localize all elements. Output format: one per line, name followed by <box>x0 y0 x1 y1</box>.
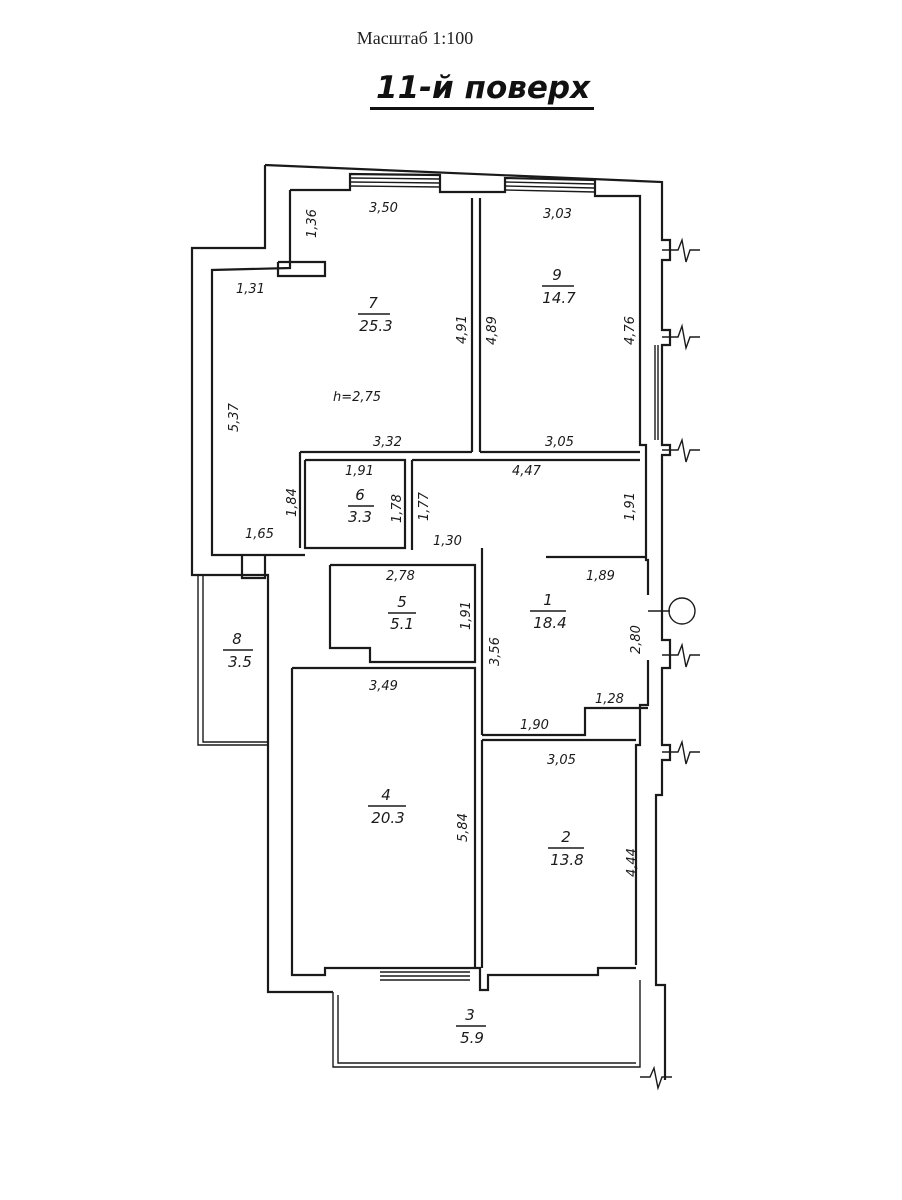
dim-r7-top: 3,50 <box>369 201 398 216</box>
balconies <box>197 575 641 1068</box>
break-marks <box>640 237 700 1091</box>
svg-text:5.1: 5.1 <box>390 615 414 633</box>
dim-r7-niche-h: 1,31 <box>236 282 265 297</box>
dim-r5-right: 1,91 <box>459 601 474 630</box>
room-3-label: 3 5.9 <box>456 1006 486 1047</box>
dim-r1-mid: 1,89 <box>586 569 615 584</box>
dim-r5-top: 2,78 <box>386 569 415 584</box>
dim-r9-left: 4,89 <box>485 316 500 345</box>
dim-r7-left: 5,37 <box>227 402 242 432</box>
room-7-label: 7 25.3 <box>358 294 393 335</box>
svg-text:7: 7 <box>368 294 378 312</box>
dim-r9-right: 4,76 <box>623 316 638 345</box>
windows <box>349 177 659 981</box>
room-4-label: 4 20.3 <box>368 786 406 827</box>
dim-r4-right: 5,84 <box>456 813 471 842</box>
dimension-labels: 3,50 1,36 1,31 4,91 5,37 3,32 1,84 1,65 … <box>227 201 644 877</box>
floor-title: 11-й поверх <box>370 70 595 111</box>
dim-r7-right: 4,91 <box>455 315 470 344</box>
dim-r7-lower-v: 1,84 <box>285 488 300 517</box>
dim-r1-right-upper: 1,91 <box>623 492 638 521</box>
svg-text:8: 8 <box>232 630 242 648</box>
dim-r2-top: 3,05 <box>547 753 576 768</box>
interior-walls <box>276 198 648 968</box>
svg-text:5: 5 <box>397 593 407 611</box>
dim-r9-bottom: 3,05 <box>545 435 574 450</box>
svg-text:13.8: 13.8 <box>550 851 583 869</box>
dim-r1-left: 3,56 <box>488 637 503 666</box>
dim-r2-right: 4,44 <box>625 848 640 877</box>
svg-text:20.3: 20.3 <box>371 809 404 827</box>
ceiling-height: h=2,75 <box>333 390 381 405</box>
dim-r1-right: 2,80 <box>629 625 644 654</box>
dim-r9-top: 3,03 <box>543 207 572 222</box>
svg-text:4: 4 <box>381 786 391 804</box>
svg-text:3: 3 <box>465 1006 475 1024</box>
svg-text:1: 1 <box>543 591 553 609</box>
svg-text:3.3: 3.3 <box>348 508 372 526</box>
room-2-label: 2 13.8 <box>548 828 584 869</box>
dim-r6-right: 1,78 <box>390 494 405 523</box>
entrance-marker <box>648 597 696 625</box>
svg-text:14.7: 14.7 <box>542 289 576 307</box>
dim-r7-niche-v: 1,36 <box>305 209 320 238</box>
room-9-label: 9 14.7 <box>542 266 576 307</box>
dim-r4-top: 3,49 <box>369 679 398 694</box>
dim-r1-left-upper: 1,77 <box>417 491 432 521</box>
dim-r1-top: 4,47 <box>512 464 542 479</box>
svg-text:25.3: 25.3 <box>359 317 392 335</box>
svg-text:6: 6 <box>355 486 365 504</box>
dim-r1-notch: 1,30 <box>433 534 462 549</box>
svg-text:18.4: 18.4 <box>533 614 566 632</box>
dim-r7-lower-h: 1,65 <box>245 527 274 542</box>
dim-r1-low: 1,28 <box>595 692 624 707</box>
room-labels: 7 25.3 9 14.7 6 3.3 1 18.4 5 5.1 8 3.5 <box>223 266 584 1047</box>
room-1-label: 1 18.4 <box>530 591 567 632</box>
room-5-label: 5 5.1 <box>388 593 416 633</box>
svg-text:9: 9 <box>552 266 562 284</box>
scale-label: Масштаб 1:100 <box>356 28 474 48</box>
room-6-label: 6 3.3 <box>348 486 374 526</box>
exterior-walls <box>190 163 672 1080</box>
dim-r1-bottom: 1,90 <box>520 718 549 733</box>
dim-r6-top: 1,91 <box>345 464 374 479</box>
svg-text:5.9: 5.9 <box>460 1029 484 1047</box>
svg-text:2: 2 <box>561 828 571 846</box>
dim-r7-bottom: 3,32 <box>373 435 402 450</box>
room-8-label: 8 3.5 <box>223 630 253 671</box>
svg-text:3.5: 3.5 <box>228 653 252 671</box>
